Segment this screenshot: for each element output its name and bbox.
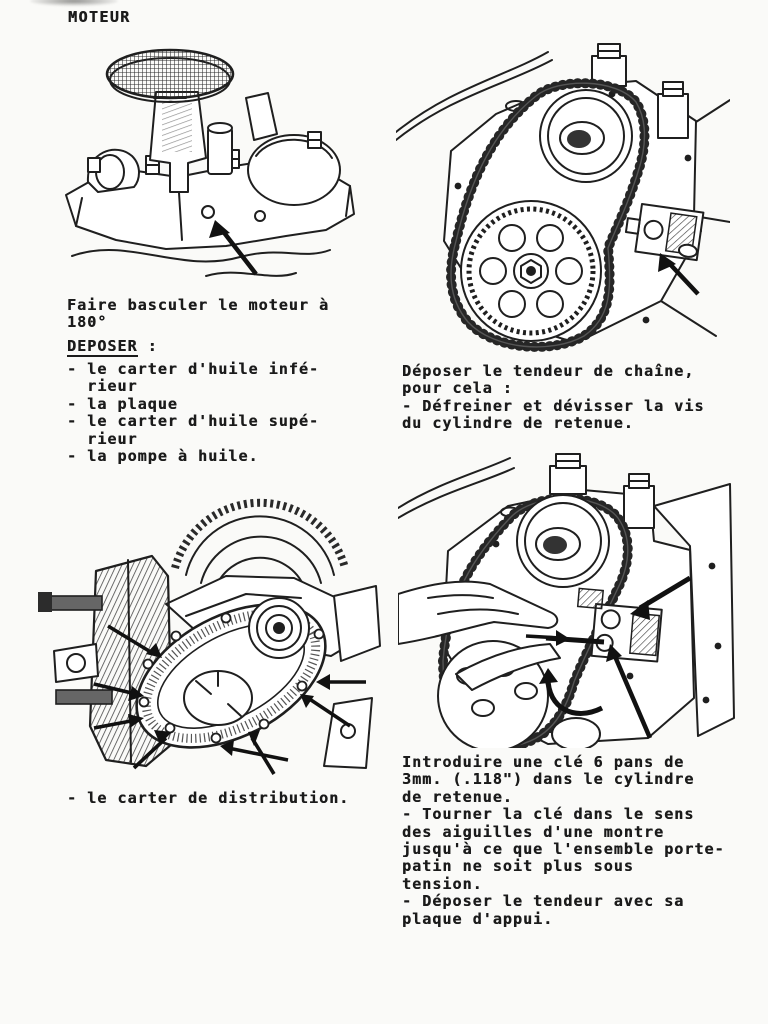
caption-line: 180° [67,313,108,332]
hex-key-tensioner-hand-figure [398,453,735,748]
arrow-icon [154,730,172,744]
caption-line: pour cela : [402,379,513,398]
timing-chain-tensioner-figure [396,43,730,352]
caption-line: de retenue. [402,787,513,806]
page-title: MOTEUR [68,8,131,26]
remove-list: - le carter d'huile infé- rieur - la pla… [67,360,320,466]
timing-cover-engine-stand-figure [38,498,381,775]
tensioner-caption: Déposer le tendeur de chaîne, pour cela … [402,362,705,433]
list-item: - la plaque [67,394,178,413]
list-item: rieur [67,377,138,396]
caption-line: plaque d'appui. [402,909,554,928]
caption-line: 3mm. (.118") dans le cylindre [402,770,695,789]
arrow-icon [606,644,622,662]
caption-line: jusqu'à ce que l'ensemble porte- [402,840,725,859]
caption-line: tension. [402,874,483,893]
arrow-icon [630,600,650,620]
rotate-caption: Faire basculer le moteur à 180° [67,296,330,332]
arrow-icon [316,674,330,690]
arrow-icon [658,253,676,272]
list-item: - la pompe à huile. [67,447,259,466]
caption-line: - Défreiner et dévisser la vis [402,396,705,415]
list-item: rieur [67,429,138,448]
list-item: - le carter d'huile supé- [67,412,320,431]
arrow-icon [128,686,144,701]
remove-heading-colon: : [137,337,158,355]
scan-artifact-smudge [30,0,118,6]
arrow-icon [146,643,162,658]
list-item: - le carter d'huile infé- [67,360,320,378]
caption-line: - Déposer le tendeur avec sa [402,892,685,911]
caption-line: Faire basculer le moteur à [67,296,330,314]
inverted-engine-oil-pump-figure [65,48,355,277]
arrow-icon [220,740,234,756]
caption-line: Déposer le tendeur de chaîne, [402,362,695,380]
remove-heading: DEPOSER : [67,337,158,358]
rotation-arrow-icon [539,668,558,684]
arrow-icon [556,630,570,646]
arrow-icon [128,714,144,728]
arrow-icon [209,220,230,238]
caption-line: des aiguilles d'une montre [402,822,665,841]
caption-line: Introduire une clé 6 pans de [402,753,685,771]
caption-line: patin ne soit plus sous [402,857,634,876]
remove-heading-label: DEPOSER [67,337,138,358]
distribution-caption: - le carter de distribution. [67,789,350,807]
caption-line: du cylindre de retenue. [402,414,634,433]
arrow-icon [300,694,314,708]
arrow-icon [248,730,260,746]
hexkey-caption: Introduire une clé 6 pans de 3mm. (.118"… [402,753,725,928]
caption-line: - Tourner la clé dans le sens [402,805,695,824]
